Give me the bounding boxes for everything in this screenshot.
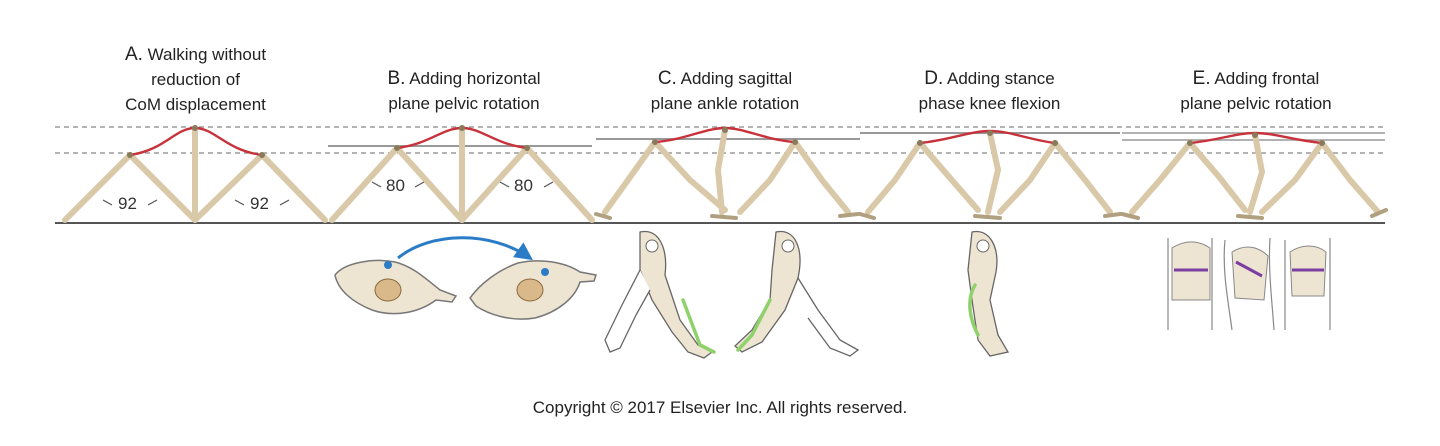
panel-c-line-2: plane ankle rotation <box>650 94 800 113</box>
panel-e-line-2: plane pelvic rotation <box>1180 94 1332 113</box>
panel-b-angle-left: 80 <box>384 176 407 195</box>
panel-b-title: B. Adding horizontal plane pelvic rotati… <box>364 66 564 116</box>
legs-sketch-c <box>604 230 860 359</box>
panel-d-legs <box>865 130 1113 215</box>
rotation-arrow <box>397 236 533 261</box>
panel-d-line-2: phase knee flexion <box>918 94 1061 113</box>
panel-d-title: D. Adding stance phase knee flexion <box>897 66 1082 116</box>
panel-c-feet <box>594 212 860 220</box>
panel-a-line-2: reduction of <box>151 70 240 89</box>
panel-a-line-3: CoM displacement <box>125 95 266 114</box>
leg-sketch-d <box>967 230 1010 357</box>
panel-a-legs <box>62 125 328 223</box>
panel-e-feet <box>1120 208 1388 220</box>
panel-c-title: C. Adding sagittal plane ankle rotation <box>630 66 820 116</box>
copyright-notice: Copyright © 2017 Elsevier Inc. All right… <box>532 398 908 417</box>
pelvis-front-view-e <box>1167 237 1331 331</box>
angle-ticks <box>102 181 554 206</box>
pelvis-top-view-right <box>469 260 597 320</box>
panel-b-letter: B. <box>387 68 406 89</box>
panel-c-line-1: Adding sagittal <box>680 69 793 88</box>
panel-e-letter: E. <box>1192 68 1211 89</box>
panel-e-legs <box>1129 132 1381 215</box>
panel-a-angle-left: 92 <box>116 194 139 213</box>
panel-a-angle-right: 92 <box>248 194 271 213</box>
panel-e-title: E. Adding frontal plane pelvic rotation <box>1160 66 1352 116</box>
pelvis-top-view-left <box>334 259 458 315</box>
panel-c-legs <box>602 127 851 215</box>
panel-e-line-1: Adding frontal <box>1214 69 1320 88</box>
panel-b-line-2: plane pelvic rotation <box>388 94 540 113</box>
panel-d-feet <box>858 212 1122 220</box>
joint-markers <box>127 125 1325 158</box>
panel-d-line-1: Adding stance <box>947 69 1055 88</box>
panel-b-line-1: Adding horizontal <box>409 69 541 88</box>
panel-a-title: A. Walking without reduction of CoM disp… <box>108 42 283 117</box>
panel-b-angle-right: 80 <box>512 176 535 195</box>
panel-a-line-1: Walking without <box>147 45 267 64</box>
panel-a-letter: A. <box>124 44 143 65</box>
panel-c-letter: C. <box>657 68 677 89</box>
panel-d-letter: D. <box>924 68 944 89</box>
panel-b-legs <box>329 125 595 223</box>
